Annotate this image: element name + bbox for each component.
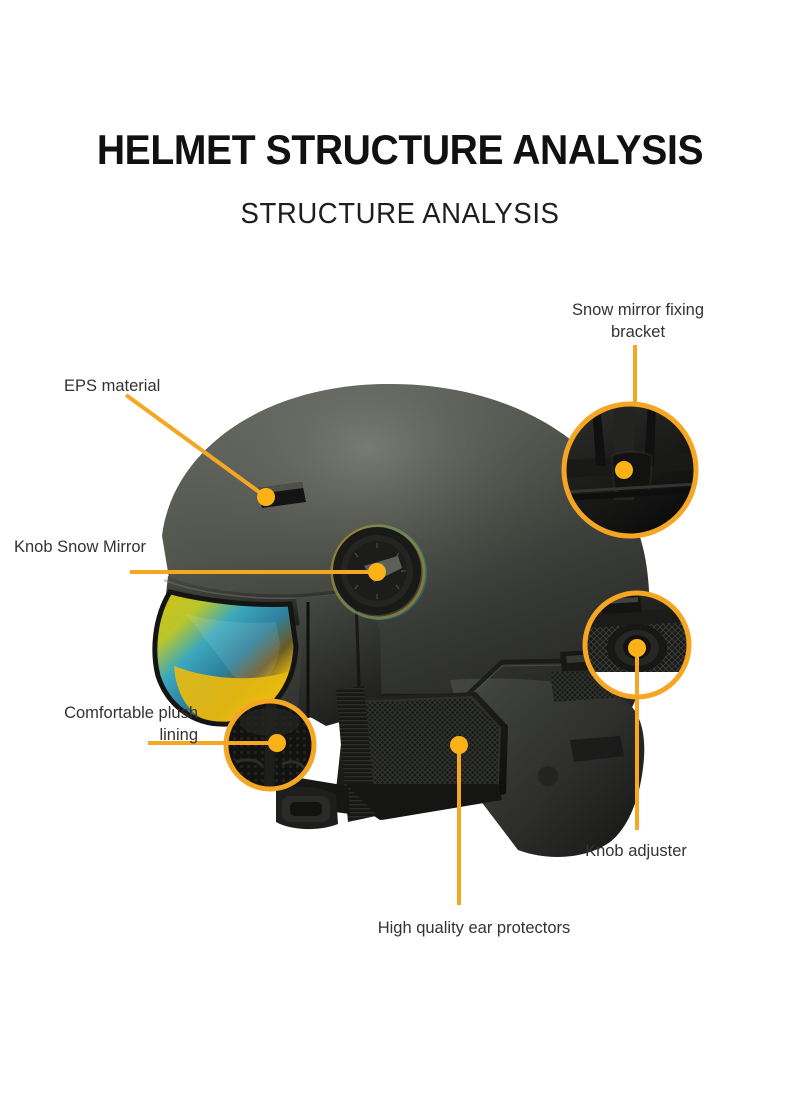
- callout-label-knob-adjuster: Knob adjuster: [585, 842, 687, 860]
- callout-label-snow-mirror-fixing-bracket: Snow mirror fixing bracket: [571, 301, 705, 341]
- callout-label-high-quality-ear-protectors: High quality ear protectors: [377, 919, 571, 937]
- callout-label-comfortable-plush-lining: Comfortable plush lining: [64, 704, 198, 744]
- knob-snow-mirror-dial: [330, 524, 428, 621]
- callout-label-knob-snow-mirror: Knob Snow Mirror: [14, 538, 147, 556]
- ear-protector-panel: [336, 686, 508, 822]
- callout-label-eps-material: EPS material: [64, 377, 161, 395]
- page-subtitle: STRUCTURE ANALYSIS: [240, 198, 560, 230]
- page-title: HELMET STRUCTURE ANALYSIS: [96, 126, 704, 173]
- helmet-illustration: [152, 383, 651, 857]
- goggle-visor: [152, 589, 299, 727]
